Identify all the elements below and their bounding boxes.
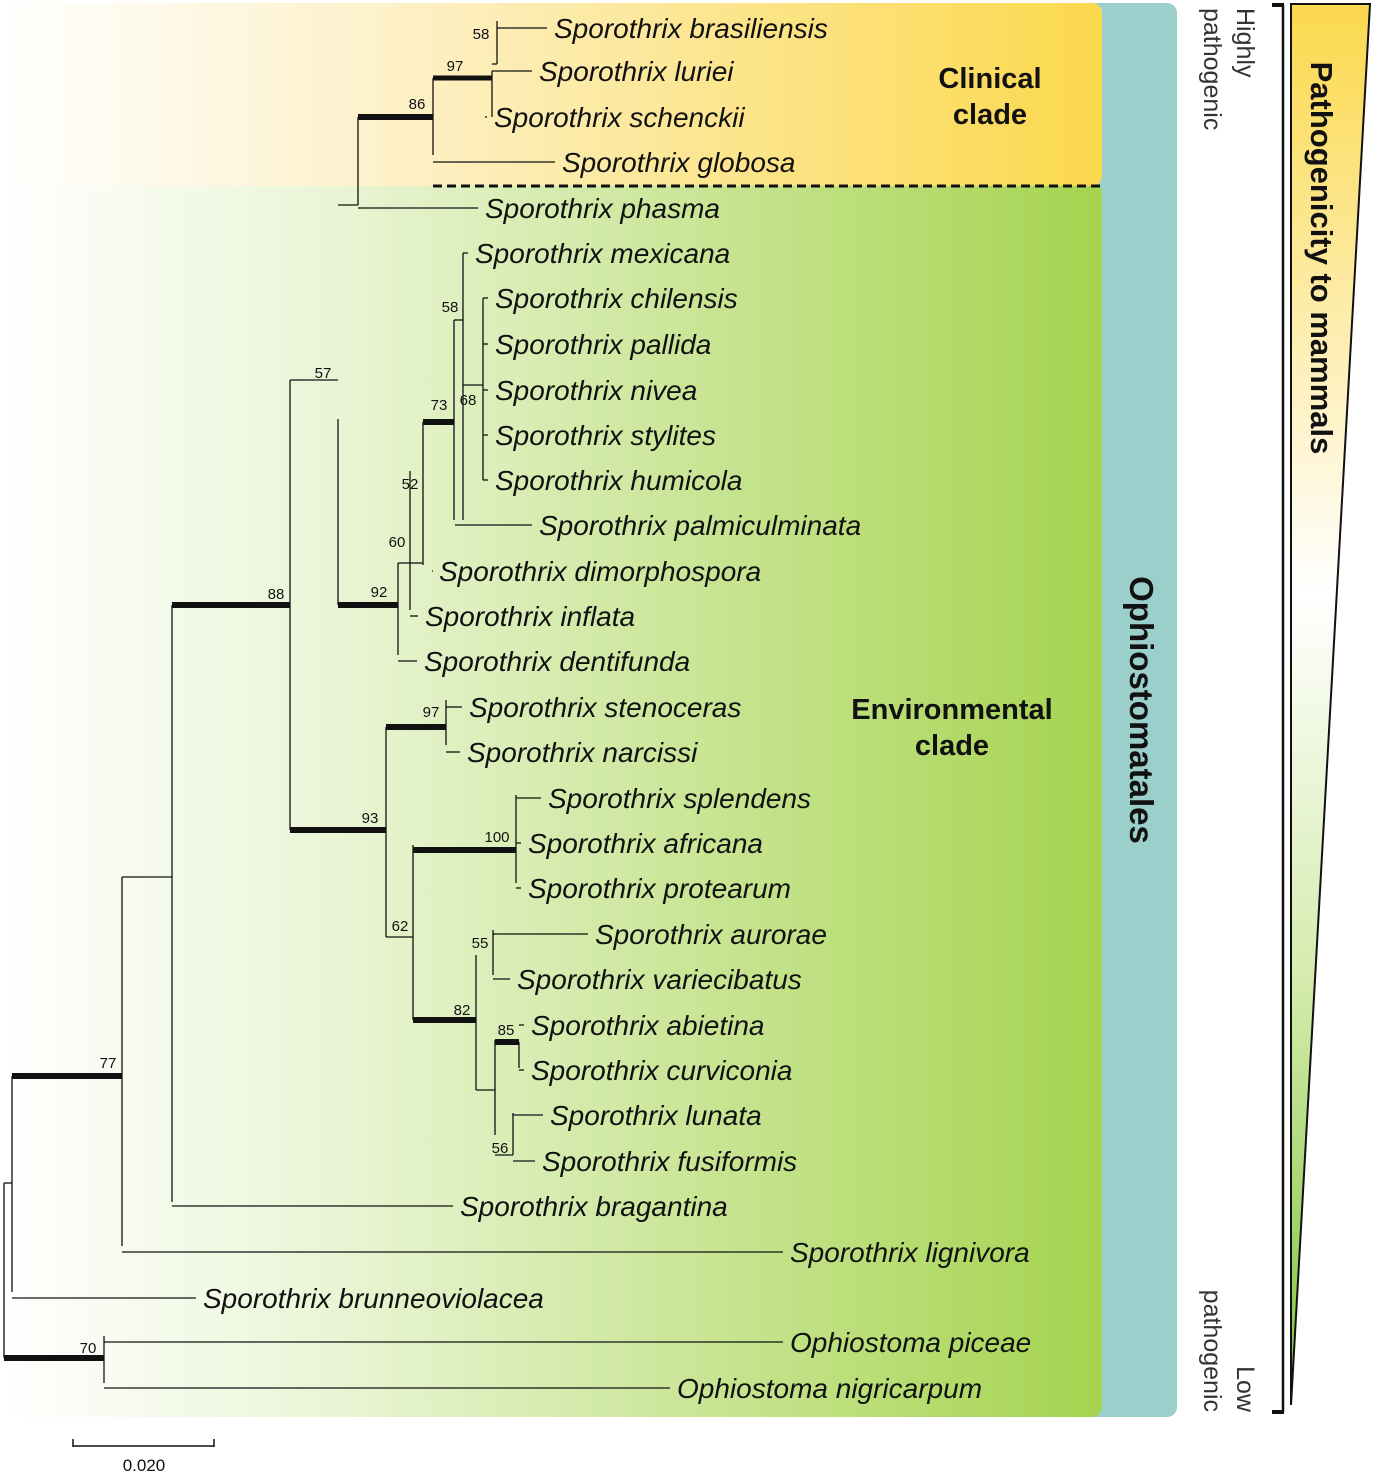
highly-pathogenic-label-line2: pathogenic xyxy=(1198,8,1226,130)
support-value: 100 xyxy=(484,829,509,846)
taxon-label: Sporothrix nivea xyxy=(495,375,697,406)
taxon-label: Sporothrix stylites xyxy=(495,420,716,451)
taxon-label: Sporothrix phasma xyxy=(485,193,720,224)
low-pathogenic-label-line1: Low xyxy=(1231,1366,1259,1413)
support-value: 58 xyxy=(473,26,490,43)
clinical-clade-region xyxy=(0,3,1102,186)
taxon-label: Sporothrix stenoceras xyxy=(469,692,741,723)
support-value: 85 xyxy=(498,1022,515,1039)
support-value: 93 xyxy=(362,810,379,827)
support-value: 52 xyxy=(402,476,419,493)
taxon-label: Ophiostoma nigricarpum xyxy=(677,1373,982,1404)
support-value: 68 xyxy=(460,392,477,409)
taxon-label: Sporothrix variecibatus xyxy=(517,964,802,995)
taxon-label: Sporothrix humicola xyxy=(495,465,742,496)
environmental-clade-region xyxy=(0,183,1102,1417)
taxon-label: Sporothrix brunneoviolacea xyxy=(203,1283,544,1314)
scale-bar-label: 0.020 xyxy=(123,1456,166,1475)
taxon-label: Sporothrix inflata xyxy=(425,601,635,632)
taxon-label: Sporothrix curviconia xyxy=(531,1055,792,1086)
support-values: 58 97 86 57 58 68 73 52 60 92 88 97 100 93 55 85 82 56 62 7… xyxy=(80,26,515,1357)
taxon-label: Sporothrix fusiformis xyxy=(542,1146,797,1177)
support-value: 57 xyxy=(315,365,332,382)
environmental-clade-label-line2: clade xyxy=(915,730,989,762)
support-value: 88 xyxy=(268,586,285,603)
environmental-clade-label-line1: Environmental xyxy=(851,694,1052,726)
highly-pathogenic-label-line1: Highly xyxy=(1231,8,1259,78)
taxon-label: Ophiostoma piceae xyxy=(790,1327,1031,1358)
support-value: 86 xyxy=(409,96,426,113)
taxon-label: Sporothrix bragantina xyxy=(460,1191,728,1222)
support-value: 55 xyxy=(472,935,489,952)
taxon-label: Sporothrix luriei xyxy=(539,56,734,87)
support-value: 97 xyxy=(423,704,440,721)
pathogenicity-gradient-wedge xyxy=(1290,3,1372,1406)
taxon-label: Sporothrix globosa xyxy=(562,147,795,178)
low-pathogenic-label-line2: pathogenic xyxy=(1198,1290,1226,1412)
support-value: 62 xyxy=(392,918,409,935)
clinical-clade-label-line1: Clinical xyxy=(938,63,1041,95)
taxon-label: Sporothrix dentifunda xyxy=(424,646,690,677)
support-value: 82 xyxy=(454,1002,471,1019)
taxon-label: Sporothrix palmiculminata xyxy=(539,510,861,541)
support-value: 60 xyxy=(389,534,406,551)
taxon-label: Sporothrix chilensis xyxy=(495,283,738,314)
taxon-label: Sporothrix schenckii xyxy=(494,102,745,133)
scale-bar: 0.020 xyxy=(72,1439,215,1475)
ophiostomatales-label: Ophiostomatales xyxy=(1123,576,1160,844)
taxon-label: Sporothrix lunata xyxy=(550,1100,762,1131)
support-value: 97 xyxy=(447,58,464,75)
taxon-label: Sporothrix pallida xyxy=(495,329,711,360)
tree-branches xyxy=(3,21,783,1389)
taxon-label: Sporothrix africana xyxy=(528,828,763,859)
taxon-label: Sporothrix aurorae xyxy=(595,919,827,950)
support-value: 77 xyxy=(100,1055,117,1072)
taxon-label: Sporothrix lignivora xyxy=(790,1237,1030,1268)
support-value: 70 xyxy=(80,1340,97,1357)
support-value: 73 xyxy=(431,397,448,414)
taxon-label: Sporothrix abietina xyxy=(531,1010,764,1041)
taxon-label: Sporothrix dimorphospora xyxy=(439,556,761,587)
support-value: 56 xyxy=(492,1140,509,1157)
clinical-clade-label-line2: clade xyxy=(953,99,1027,131)
taxon-label: Sporothrix splendens xyxy=(548,783,811,814)
support-value: 92 xyxy=(371,584,388,601)
support-value: 58 xyxy=(442,299,459,316)
pathogenicity-gradient-title: Pathogenicity to mammals xyxy=(1304,62,1339,455)
taxon-label: Sporothrix brasiliensis xyxy=(554,13,828,44)
taxon-label: Sporothrix narcissi xyxy=(467,737,698,768)
taxon-label: Sporothrix mexicana xyxy=(475,238,730,269)
taxon-label: Sporothrix protearum xyxy=(528,873,791,904)
